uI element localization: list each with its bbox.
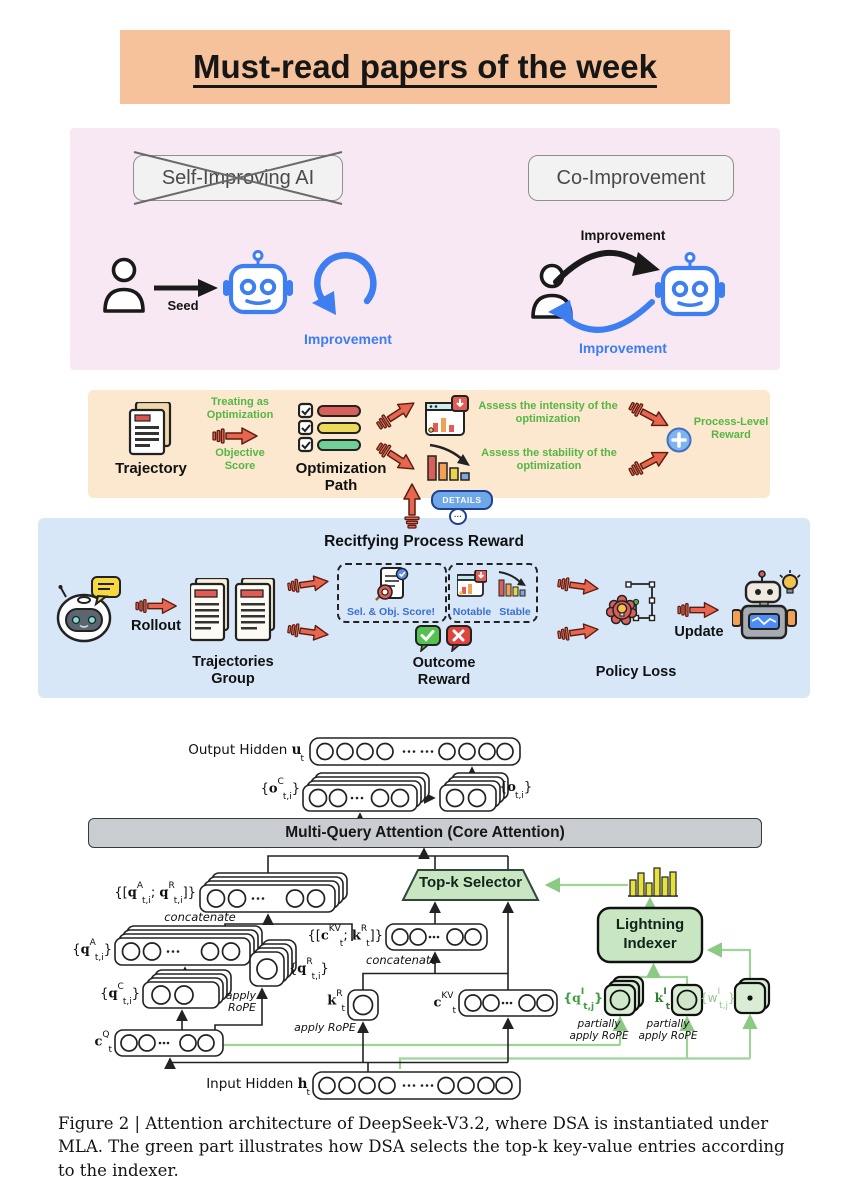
figure-wiring: [114, 737, 771, 1100]
chat-robot-icon: [56, 576, 121, 643]
q-i-label: {qIt,j}: [563, 987, 603, 1012]
cross-bubble-icon: [446, 625, 472, 652]
stable-label: Stable: [499, 606, 531, 618]
q-r-label: {qRt,i}: [289, 957, 329, 982]
cross-out-icon: [133, 151, 343, 205]
striped-arrow-icon: [677, 602, 719, 618]
arrow-right-icon: [154, 279, 218, 297]
treating-label: Treating as Optimization: [206, 396, 274, 421]
policy-graph-icon: [606, 581, 656, 626]
update-robot-icon: [732, 570, 801, 640]
page-title: Must-read papers of the week: [193, 48, 657, 85]
policy-loss-label: Policy Loss: [595, 664, 677, 680]
o-label: {ot,i}: [499, 780, 533, 801]
concatenate-label: concatenate: [164, 910, 236, 924]
curved-arrow-icon: [548, 299, 655, 333]
check-bubble-icon: [415, 625, 441, 652]
docs-stack-icon: [190, 578, 276, 642]
partial-rope-q-label: partially apply RoPE: [569, 1018, 629, 1042]
title-banner: Must-read papers of the week: [120, 30, 730, 104]
q-a-label: {qAt,i}: [72, 938, 112, 963]
k-r-label: kRt: [327, 989, 345, 1014]
o-c-label: {oCt,i}: [260, 777, 300, 802]
seed-label: Seed: [167, 298, 199, 313]
process-panel: Trajectory Treating as Optimization Obje…: [88, 390, 770, 498]
notable-label: Notable: [452, 606, 492, 618]
declining-chart-icon: [498, 571, 526, 597]
striped-arrow-icon: [286, 573, 330, 595]
striped-arrow-icon: [373, 395, 419, 434]
co-improvement-label: Co-Improvement: [556, 166, 706, 189]
topk-selector-shape: [401, 869, 540, 901]
striped-arrow-icon: [135, 598, 177, 614]
core-attention-bar: Multi-Query Attention (Core Attention): [88, 818, 762, 848]
person-icon: [103, 257, 145, 313]
chart-download-icon: [425, 395, 469, 436]
figure-caption: Figure 2 | Attention architecture of Dee…: [58, 1114, 785, 1180]
attention-figure: Output Hidden ut {oCt,i} {ot,i} Multi-Qu…: [0, 728, 848, 1108]
lightning-indexer-shape: [596, 906, 704, 964]
input-hidden-label: Input Hidden ht: [206, 1076, 310, 1098]
q-c-label: {qCt,i}: [100, 982, 140, 1007]
improvement-bottom-label: Improvement: [579, 340, 667, 356]
concatenate2-label: concatenate: [366, 953, 438, 967]
striped-arrow-icon: [556, 575, 600, 597]
striped-arrow-icon: [403, 483, 421, 529]
improvement-top-label: Improvement: [580, 228, 666, 243]
robot-icon: [654, 252, 726, 318]
robot-icon: [222, 250, 294, 316]
c-kv-label: cKVt: [433, 991, 456, 1016]
w-i-label: {wIt,j}: [700, 987, 736, 1012]
assess-intensity-label: Assess the intensity of the optimization: [478, 400, 618, 425]
plus-circle-icon: [666, 427, 692, 453]
k-i-label: kIt: [654, 987, 670, 1012]
striped-arrow-icon: [212, 427, 258, 445]
apply-rope-q-label: apply RoPE: [225, 989, 256, 1015]
curved-arrow-icon: [553, 250, 660, 285]
rl-panel: Recitfying Process Reward Rollout: [38, 518, 810, 698]
more-dots-icon: ···: [449, 508, 467, 525]
document-icon: [128, 402, 172, 456]
assess-stability-label: Assess the stability of the optimization: [481, 447, 617, 472]
rl-title: Recitfying Process Reward: [324, 533, 524, 550]
update-label: Update: [674, 624, 724, 640]
topk-selector-label: Top-k Selector: [418, 874, 523, 891]
cycle-arrow-icon: [312, 252, 377, 315]
co-improvement-box: Co-Improvement: [528, 155, 734, 201]
output-hidden-label: Output Hidden ut: [188, 742, 304, 764]
optimization-path-label: Optimization Path: [295, 460, 387, 495]
c-q-label: cQt: [94, 1030, 112, 1055]
chart-download-icon: [457, 570, 487, 597]
lightning-indexer-label: Lightning Indexer: [615, 916, 685, 952]
improvement-left-label: Improvement: [304, 331, 392, 347]
trajectories-group-label: Trajectories Group: [192, 654, 274, 687]
sel-obj-score-box: Sel. & Obj. Score!: [337, 563, 447, 623]
sel-obj-score-label: Sel. & Obj. Score!: [346, 606, 436, 618]
histogram-icon: [628, 867, 678, 897]
self-improving-box: Self-Improving AI: [133, 151, 343, 205]
process-reward-label: Process-Level Reward: [693, 416, 769, 441]
declining-chart-icon: [427, 443, 470, 481]
comparison-panel: Self-Improving AI Co-Improvement Seed Im…: [70, 128, 780, 370]
striped-arrow-icon: [286, 621, 330, 643]
rollout-label: Rollout: [131, 618, 181, 634]
objective-label: Objective Score: [215, 447, 265, 472]
apply-rope-k-label: apply RoPE: [294, 1021, 356, 1034]
ck-concat-label: {[cKVt; kRt]}: [307, 924, 383, 949]
partial-rope-k-label: partially apply RoPE: [638, 1018, 698, 1042]
striped-arrow-icon: [556, 621, 600, 643]
trajectory-label: Trajectory: [115, 460, 187, 477]
checklist-icon: [298, 402, 361, 453]
scroll-score-icon: [375, 567, 409, 601]
details-badge: DETAILS: [431, 490, 493, 510]
notable-stable-box: Notable Stable: [448, 563, 538, 623]
q-ar-label: {[qAt,i; qRt,i]}: [114, 881, 196, 906]
outcome-reward-label: Outcome Reward: [412, 655, 476, 688]
